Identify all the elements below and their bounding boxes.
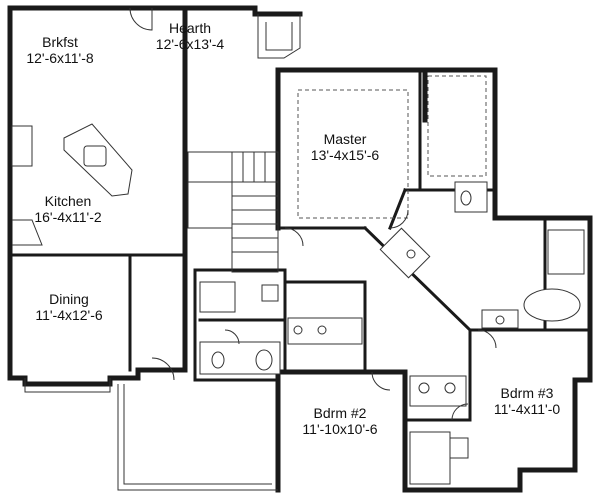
room-label-kitchen: Kitchen 16'-4x11'-2: [34, 193, 101, 225]
bedroom3-size: 11'-4x11'-0: [493, 401, 561, 417]
dining-size: 11'-4x12'-6: [35, 307, 103, 323]
dining-name: Dining: [49, 291, 89, 307]
room-label-breakfast: Brkfst 12'-6x11'-8: [26, 34, 93, 66]
bedroom2-name: Bdrm #2: [313, 405, 367, 421]
interior-walls: [8, 68, 592, 422]
kitchen-name: Kitchen: [44, 193, 92, 209]
porch-and-bays: [24, 14, 301, 491]
room-label-hearth: Hearth 12'-6x13'-4: [156, 20, 224, 52]
room-label-bedroom2: Bdrm #2 11'-10x10'-6: [302, 405, 377, 437]
bath-fixtures: [199, 181, 585, 485]
master-size: 13'-4x15'-6: [310, 147, 380, 163]
master-dashed-areas: [297, 75, 487, 219]
staircase: [187, 151, 279, 273]
hearth-size: 12'-6x13'-4: [155, 36, 225, 52]
bedroom3-name: Bdrm #3: [500, 385, 554, 401]
hearth-name: Hearth: [168, 20, 212, 36]
room-label-dining: Dining 11'-4x12'-6: [35, 291, 102, 323]
doors: [129, 7, 497, 421]
room-label-bedroom3: Bdrm #3 11'-4x11'-0: [494, 385, 560, 417]
breakfast-name: Brkfst: [42, 34, 78, 50]
kitchen-island: [11, 123, 133, 246]
exterior-walls: [7, 5, 593, 493]
bedroom2-size: 11'-10x10'-6: [302, 421, 378, 437]
room-label-master: Master 13'-4x15'-6: [311, 131, 379, 163]
breakfast-size: 12'-6x11'-8: [26, 50, 94, 66]
kitchen-size: 16'-4x11'-2: [34, 209, 102, 225]
master-name: Master: [323, 131, 367, 147]
